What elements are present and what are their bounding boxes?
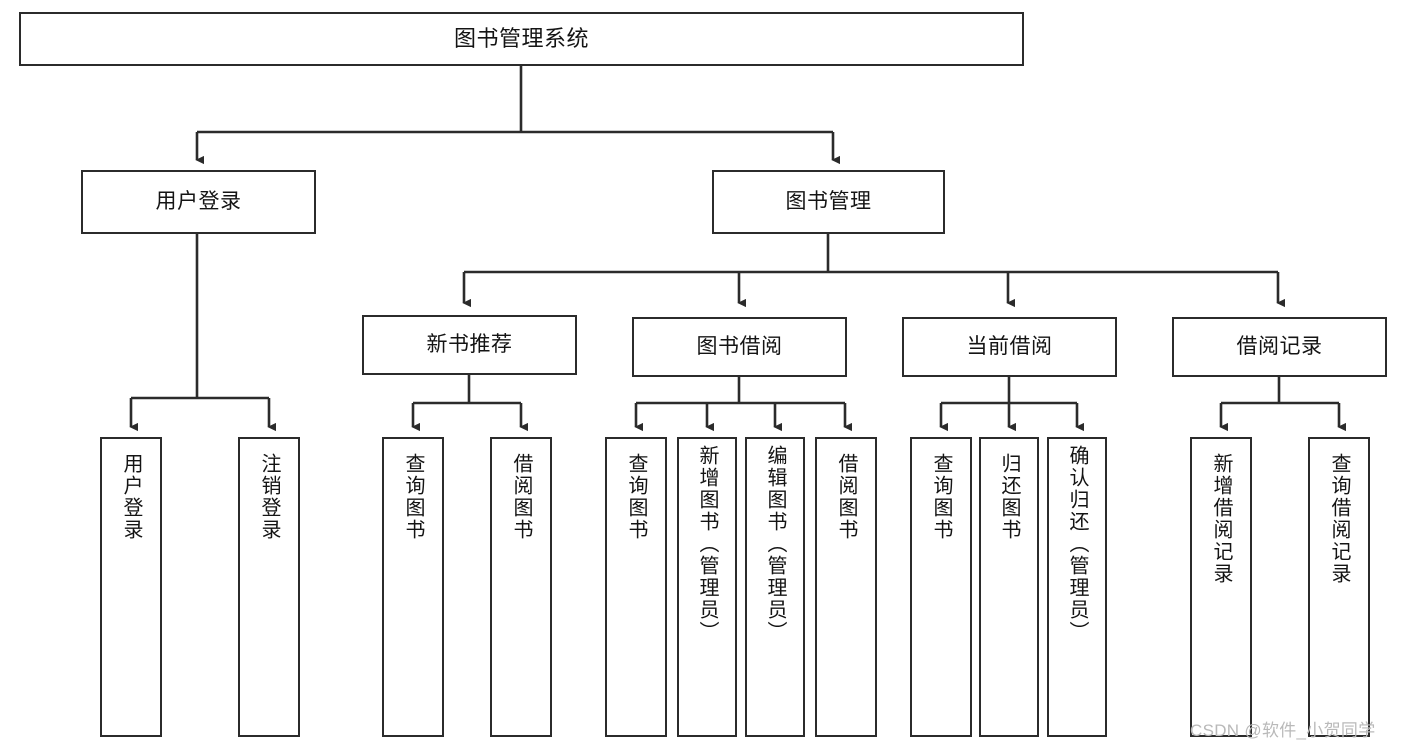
node-label: 新增图书（管理员） xyxy=(696,445,718,643)
node-label: 图书管理 xyxy=(785,189,872,213)
node-label: 查询图书 xyxy=(930,453,952,541)
leaf-return-book[interactable]: 归还图书 xyxy=(979,437,1039,737)
leaf-add-record[interactable]: 新增借阅记录 xyxy=(1190,437,1252,737)
node-user-login[interactable]: 用户登录 xyxy=(81,170,316,234)
node-book-borrow[interactable]: 图书借阅 xyxy=(632,317,847,377)
leaf-edit-book[interactable]: 编辑图书（管理员） xyxy=(745,437,805,737)
node-root-book-management-system[interactable]: 图书管理系统 xyxy=(19,12,1024,66)
leaf-query-book-3[interactable]: 查询图书 xyxy=(910,437,972,737)
node-label: 确认归还（管理员） xyxy=(1066,445,1088,643)
node-label: 用户登录 xyxy=(155,189,242,213)
node-label: 编辑图书（管理员） xyxy=(764,445,786,643)
node-borrow-record[interactable]: 借阅记录 xyxy=(1172,317,1387,377)
node-label: 借阅图书 xyxy=(510,453,532,541)
node-label: 归还图书 xyxy=(998,453,1020,541)
node-new-book-recommend[interactable]: 新书推荐 xyxy=(362,315,577,375)
leaf-query-record[interactable]: 查询借阅记录 xyxy=(1308,437,1370,737)
node-label: 用户登录 xyxy=(120,453,142,541)
node-label: 借阅图书 xyxy=(835,453,857,541)
node-label: 借阅记录 xyxy=(1236,334,1323,358)
node-label: 注销登录 xyxy=(258,453,280,541)
node-label: 当前借阅 xyxy=(966,334,1053,358)
node-book-management[interactable]: 图书管理 xyxy=(712,170,945,234)
leaf-borrow-book-2[interactable]: 借阅图书 xyxy=(815,437,877,737)
node-current-borrow[interactable]: 当前借阅 xyxy=(902,317,1117,377)
node-label: 查询借阅记录 xyxy=(1328,453,1350,585)
leaf-borrow-book-1[interactable]: 借阅图书 xyxy=(490,437,552,737)
leaf-add-book[interactable]: 新增图书（管理员） xyxy=(677,437,737,737)
leaf-query-book-2[interactable]: 查询图书 xyxy=(605,437,667,737)
leaf-confirm-return[interactable]: 确认归还（管理员） xyxy=(1047,437,1107,737)
node-label: 新书推荐 xyxy=(426,332,513,356)
node-label: 新增借阅记录 xyxy=(1210,453,1232,585)
leaf-user-logout[interactable]: 注销登录 xyxy=(238,437,300,737)
leaf-user-login[interactable]: 用户登录 xyxy=(100,437,162,737)
leaf-query-book-1[interactable]: 查询图书 xyxy=(382,437,444,737)
node-label: 查询图书 xyxy=(402,453,424,541)
node-label: 查询图书 xyxy=(625,453,647,541)
node-label: 图书借阅 xyxy=(696,334,783,358)
csdn-watermark: CSDN @软件_小贺同学 xyxy=(1190,721,1376,740)
node-label: 图书管理系统 xyxy=(453,26,589,52)
